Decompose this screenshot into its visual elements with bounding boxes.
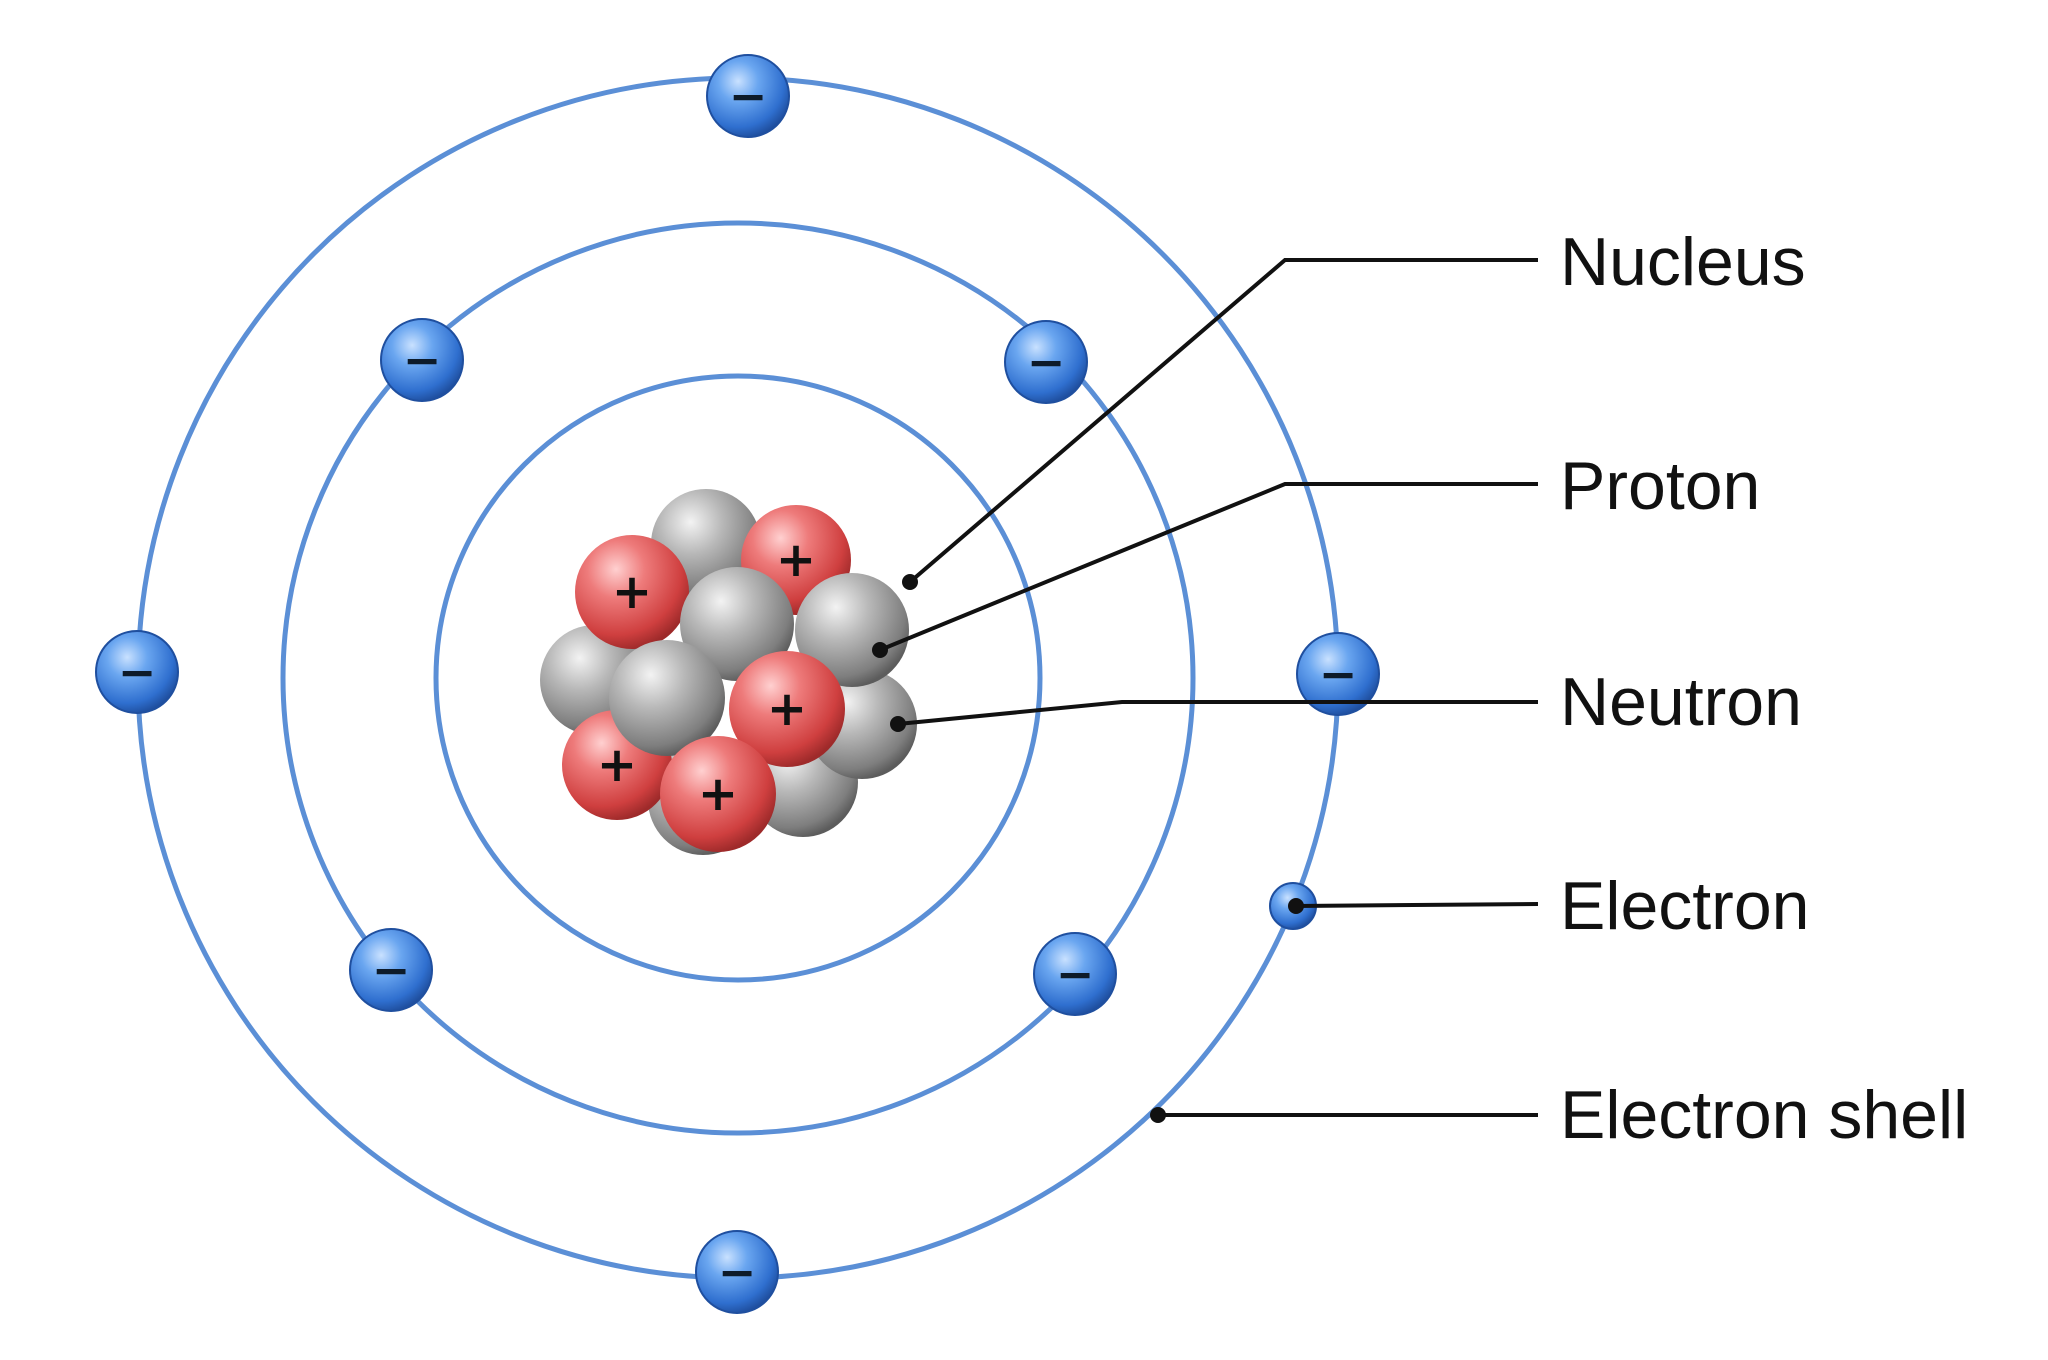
proton: + (660, 736, 776, 852)
electrons: − − − − − − − − (95, 54, 1380, 1314)
proton: + (575, 535, 689, 649)
leader-line-electron (1295, 902, 1539, 908)
neutron (795, 573, 909, 687)
leader-lines (879, 258, 1539, 1117)
label-electron-shell: Electron shell (1560, 1077, 1968, 1153)
electron-charge-symbol: − (403, 333, 442, 387)
leader-dot (1150, 1107, 1166, 1123)
electron-shell-middle (280, 220, 1196, 1136)
electron-charge-symbol: − (718, 1245, 757, 1299)
leader-dot (890, 716, 906, 732)
nucleus: + + + + + (540, 489, 917, 855)
electron: − (349, 928, 433, 1012)
leader-line-nucleus (908, 258, 1538, 584)
label-neutron: Neutron (1560, 664, 1802, 740)
electron-charge-symbol: − (1319, 647, 1358, 701)
electron: − (1004, 320, 1088, 404)
electron: − (706, 54, 790, 138)
electron-charge-symbol: − (1027, 335, 1066, 389)
label-proton: Proton (1560, 448, 1760, 524)
labels: Nucleus Proton Neutron Electron Electron… (1560, 224, 1968, 1153)
electron-shell-inner (433, 373, 1043, 983)
leader-dot (1288, 898, 1304, 914)
proton-charge-symbol: + (776, 532, 816, 588)
proton-charge-symbol: + (612, 564, 652, 620)
leader-dot (872, 642, 888, 658)
electron-charge-symbol: − (1056, 947, 1095, 1001)
electron-charge-symbol: − (372, 943, 411, 997)
proton-charge-symbol: + (597, 737, 637, 793)
neutron (680, 567, 794, 681)
electron: − (380, 318, 464, 402)
leader-line-neutron (897, 700, 1538, 726)
electron: − (695, 1230, 779, 1314)
electron: − (95, 630, 179, 714)
proton-charge-symbol: + (767, 681, 807, 737)
label-electron: Electron (1560, 868, 1809, 944)
proton-charge-symbol: + (698, 766, 738, 822)
electron: − (1296, 632, 1380, 716)
leader-dot (902, 574, 918, 590)
electron-charge-symbol: − (118, 645, 157, 699)
leader-dots (872, 574, 1304, 1123)
electron: − (1033, 932, 1117, 1016)
neutron (609, 640, 725, 756)
proton: + (729, 651, 845, 767)
electron-charge-symbol: − (729, 69, 768, 123)
label-nucleus: Nucleus (1560, 224, 1806, 300)
leader-line-proton (879, 482, 1538, 652)
